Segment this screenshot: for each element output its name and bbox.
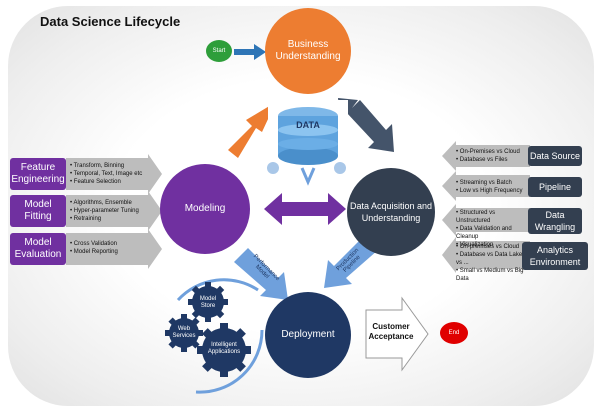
modeling-acquisition-arrow [264, 193, 346, 225]
model-fitting-box: Model Fitting [10, 195, 66, 227]
feature-engineering-box: Feature Engineering [10, 158, 66, 190]
data-source-box: Data Source [528, 146, 582, 166]
analytics-environment-box: Analytics Environment [522, 242, 588, 270]
data-wrangling-box: Data Wrangling [528, 208, 582, 234]
customer-acceptance-arrow [365, 296, 429, 372]
gear-web-services-icon [165, 314, 203, 352]
intelligent-applications-label: Intelligent Applications [207, 342, 241, 355]
model-evaluation-list: Cross Validation Model Reporting [70, 240, 146, 256]
gear-ring-arc [176, 278, 259, 302]
business-acquisition-arrow [338, 98, 394, 152]
start-arrow [234, 44, 266, 60]
web-services-label: Web Services [172, 326, 196, 339]
pipeline-list: Streaming vs Batch Low vs High Frequency [456, 179, 528, 195]
modeling-node: Modeling [160, 164, 250, 254]
gear-ring-arc-2 [195, 329, 264, 394]
data-icon-label: DATA [296, 120, 320, 130]
feature-engineering-list: Transform, Binning Temporal, Text, Image… [70, 162, 146, 186]
performance-model-arrow [234, 248, 288, 300]
start-node: Start [206, 40, 232, 62]
model-store-label: Model Store [199, 296, 217, 309]
gear-intelligent-apps-icon [197, 323, 251, 377]
business-understanding-node: Business Understanding [265, 8, 351, 94]
gear-model-store-icon [188, 282, 228, 322]
model-fitting-list: Algorithms, Ensemble Hyper-parameter Tun… [70, 199, 146, 223]
deployment-node: Deployment [265, 292, 351, 378]
orange-arrow [228, 102, 276, 158]
data-acquisition-node: Data Acquisition and Understanding [347, 168, 435, 256]
model-evaluation-box: Model Evaluation [10, 233, 66, 265]
data-icon [267, 100, 348, 186]
data-source-list: On-Premises vs Cloud Database vs Files [456, 148, 528, 164]
pipeline-box: Pipeline [528, 177, 582, 197]
end-node: End [440, 322, 468, 344]
production-pipeline-arrow [324, 236, 378, 288]
diagram-title: Data Science Lifecycle [40, 14, 181, 29]
analytics-environment-list: On-premises vs Cloud Database vs Data La… [456, 243, 526, 283]
customer-acceptance-label: Customer Acceptance [368, 322, 414, 341]
